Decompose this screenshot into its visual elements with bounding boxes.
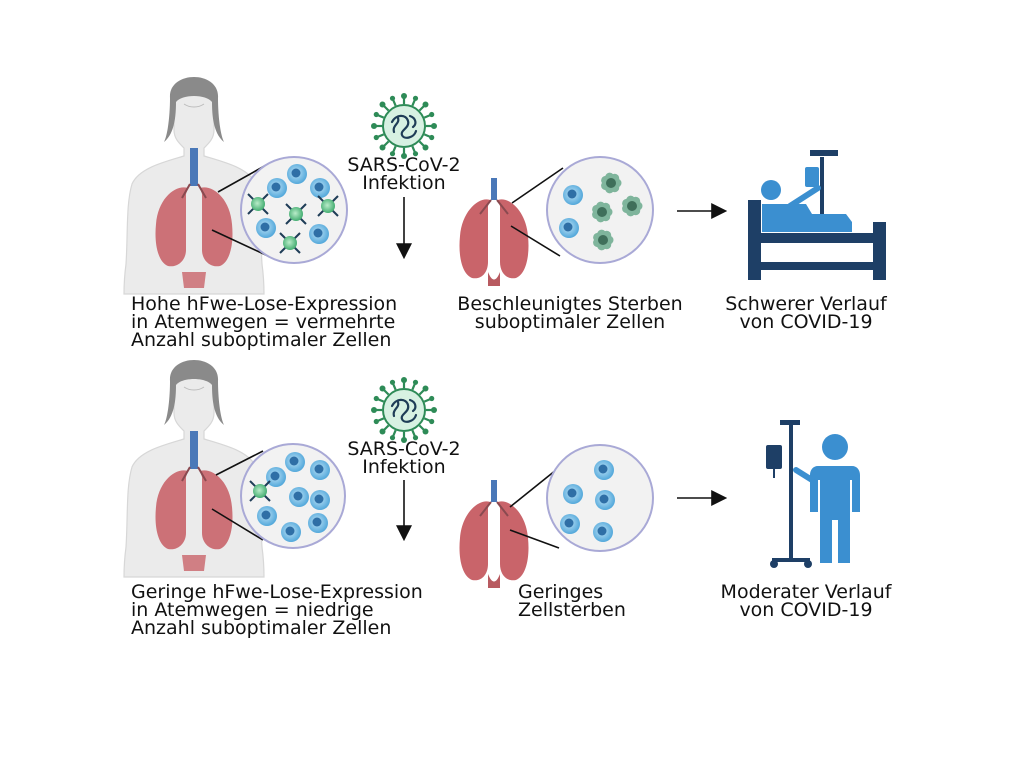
dying-cell	[622, 195, 643, 217]
virus-icon	[369, 91, 439, 161]
lungs-icon	[458, 177, 530, 287]
suboptimal-cell	[317, 195, 339, 217]
lung-label: Beschleunigtes Sterben suboptimaler Zell…	[457, 293, 683, 333]
dying-cell	[601, 172, 622, 194]
row-2	[123, 359, 860, 589]
healthy-cell	[309, 224, 329, 244]
person-torso-icon	[123, 359, 265, 578]
dying-cells	[559, 172, 643, 251]
suboptimal-cell	[279, 232, 301, 254]
virus-label: SARS-CoV-2 Infektion	[347, 438, 461, 478]
outcome-label: Moderater Verlauf von COVID-19	[720, 581, 892, 621]
healthy-cell	[559, 218, 579, 238]
standing-patient-with-iv-icon	[766, 420, 860, 568]
dying-cell	[592, 201, 613, 223]
suboptimal-cell	[247, 193, 269, 215]
hospital-bed-patient-icon	[748, 150, 886, 280]
healthy-cell	[594, 460, 614, 480]
virus-label: SARS-CoV-2 Infektion	[347, 154, 461, 194]
lung-label: Geringes Zellsterben	[518, 581, 626, 621]
healthy-cell	[267, 178, 287, 198]
healthy-cell	[308, 513, 328, 533]
healthy-cells	[560, 460, 615, 542]
person-label: Geringe hFwe-Lose-Expression in Atemwege…	[131, 581, 423, 639]
healthy-cell	[287, 164, 307, 184]
healthy-cell	[310, 460, 330, 480]
dying-cell	[593, 229, 614, 251]
healthy-cell	[257, 506, 277, 526]
healthy-cell	[563, 185, 583, 205]
healthy-cell	[266, 467, 286, 487]
healthy-cell	[256, 218, 276, 238]
cells-mostly-healthy	[249, 452, 330, 542]
healthy-cell	[281, 522, 301, 542]
healthy-cell	[563, 484, 583, 504]
virus-icon	[369, 375, 439, 445]
healthy-cell	[310, 178, 330, 198]
suboptimal-cell	[249, 480, 271, 502]
zoom-lines	[510, 167, 564, 257]
healthy-cell	[289, 487, 309, 507]
healthy-cell	[595, 490, 615, 510]
healthy-cell	[560, 514, 580, 534]
healthy-cell	[593, 522, 613, 542]
healthy-cell	[310, 490, 330, 510]
outcome-label: Schwerer Verlauf von COVID-19	[725, 293, 887, 333]
zoom-lines	[211, 450, 264, 541]
suboptimal-cell	[285, 203, 307, 225]
person-label: Hohe hFwe-Lose-Expression in Atemwegen =…	[131, 293, 398, 351]
row-1	[123, 76, 886, 295]
healthy-cell	[285, 452, 305, 472]
person-torso-icon	[123, 76, 265, 295]
cells-mixed	[247, 164, 339, 254]
lungs-icon	[458, 479, 530, 589]
